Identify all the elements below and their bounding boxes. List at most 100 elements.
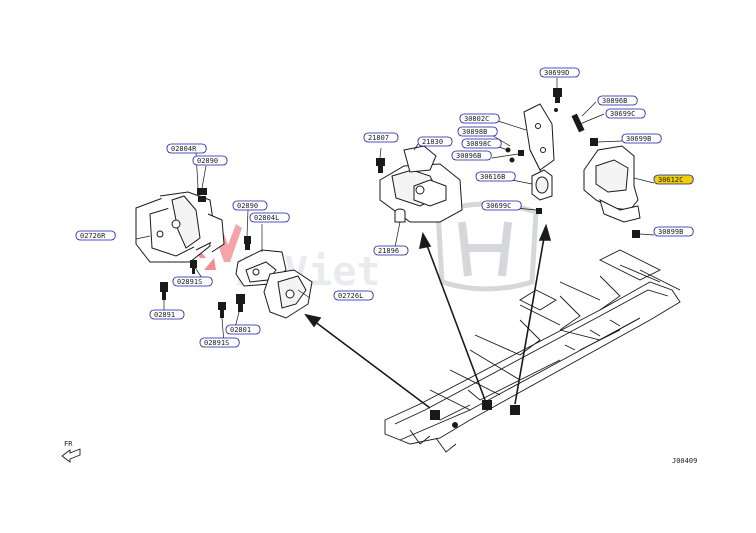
callout-box (481, 200, 522, 211)
bolt-02891s-lower (218, 302, 226, 318)
callout-text: 30899B (658, 228, 683, 236)
crossmember-30612c (583, 145, 641, 223)
callout-text: 02890 (237, 202, 258, 210)
callout-02726r: 02726R (75, 230, 116, 241)
callout-box (417, 136, 453, 147)
callout-box (539, 67, 580, 78)
callout-box (475, 171, 516, 182)
callout-30616b: 30616B (475, 171, 516, 182)
callout-30899b: 30899B (653, 226, 694, 237)
callout-box (199, 337, 240, 348)
callout-30699c2: 30699C (481, 200, 522, 211)
callout-box (605, 108, 646, 119)
callout-box (461, 138, 502, 149)
callout-box (149, 309, 185, 320)
pointer-arrows (304, 223, 552, 409)
callout-box (192, 155, 228, 166)
callout-text: 30699B (626, 135, 651, 143)
callout-02891sa: 02891S (172, 276, 213, 287)
callout-text: 30802C (464, 115, 489, 123)
callout-text: 21830 (422, 138, 443, 146)
callout-text: 30699D (544, 69, 569, 77)
callout-21830: 21830 (417, 136, 453, 147)
callout-text: 30896B (456, 152, 481, 160)
callout-box (653, 226, 694, 237)
callout-30898c: 30898C (461, 138, 502, 149)
callout-text: 02801 (230, 326, 251, 334)
callout-30699d: 30699D (539, 67, 580, 78)
callout-text: 30699C (486, 202, 511, 210)
callout-box (597, 95, 638, 106)
callout-box (249, 212, 290, 223)
callout-box (172, 276, 213, 287)
callout-30699c: 30699C (605, 108, 646, 119)
callout-30802c: 30802C (459, 113, 500, 124)
callout-text: 02891S (204, 339, 229, 347)
callout-text: 02804L (254, 214, 279, 222)
callout-box (373, 245, 409, 256)
engine-mount-right-assembly (135, 191, 225, 263)
callout-text: 30898C (466, 140, 491, 148)
callout-text: 30612C (658, 176, 683, 184)
honda-logo-watermark (435, 201, 539, 292)
callout-30896b2: 30896B (451, 150, 492, 161)
callout-labels: 02804R0289002726R02891S028910289002804L0… (75, 67, 694, 348)
callout-02890b: 02890 (232, 200, 268, 211)
callout-text: 21807 (368, 134, 389, 142)
front-label: FR (64, 440, 73, 448)
callout-text: 02891S (177, 278, 202, 286)
callout-21807: 21807 (363, 132, 399, 143)
callout-text: 30616B (480, 173, 505, 181)
chassis-mount-points (430, 400, 520, 428)
bolt-21807 (376, 158, 385, 173)
callout-30896b: 30896B (597, 95, 638, 106)
callout-box (225, 324, 261, 335)
callout-box (457, 126, 498, 137)
callout-text: 02726R (80, 232, 106, 240)
callout-30898b: 30898B (457, 126, 498, 137)
callout-text: 30898B (462, 128, 487, 136)
callout-02804l: 02804L (249, 212, 290, 223)
callout-box (653, 174, 694, 185)
transmission-mount-assembly (379, 145, 463, 223)
bushing-21896 (394, 208, 406, 223)
frame-mount-left (430, 410, 440, 420)
bolt-02891s (190, 260, 197, 274)
callout-02890a: 02890 (192, 155, 228, 166)
callout-21896: 21896 (373, 245, 409, 256)
callout-30612c: 30612C (653, 174, 694, 185)
front-arrow-icon (61, 448, 81, 463)
callout-box (621, 133, 662, 144)
callout-30699b: 30699B (621, 133, 662, 144)
leader-lines (135, 78, 655, 345)
callout-02801: 02801 (225, 324, 261, 335)
callout-text: 02804R (171, 145, 197, 153)
callout-text: 02726L (338, 292, 363, 300)
callout-text: 30699C (610, 110, 635, 118)
callout-02804r: 02804R (166, 143, 207, 154)
callout-box (363, 132, 399, 143)
frame-mount-center (482, 400, 492, 410)
callout-box (232, 200, 268, 211)
callout-text: 30896B (602, 97, 627, 105)
callout-text: 02891 (154, 311, 175, 319)
rubber-insulator-30616b (531, 169, 553, 201)
callout-box (75, 230, 116, 241)
engine-mount-left-assembly (235, 249, 313, 319)
bolt-02801 (236, 294, 245, 312)
callout-box (451, 150, 492, 161)
callout-box (459, 113, 500, 124)
callout-02891sb: 02891S (199, 337, 240, 348)
callout-box (333, 290, 374, 301)
frame-mount-right (510, 405, 520, 415)
callout-text: 21896 (378, 247, 399, 255)
front-direction-indicator: FR (61, 440, 81, 463)
callout-text: 02890 (197, 157, 218, 165)
bolt-02890-mid (244, 236, 251, 250)
callout-02726l: 02726L (333, 290, 374, 301)
bolt-02890-top (197, 188, 207, 202)
callout-02891: 02891 (149, 309, 185, 320)
callout-box (166, 143, 207, 154)
